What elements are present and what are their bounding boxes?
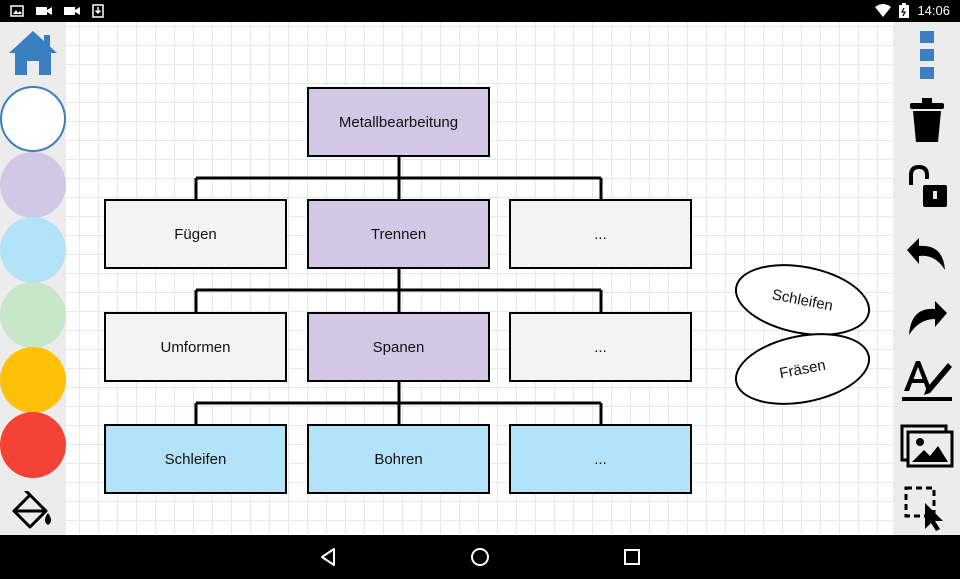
paint-bucket-icon <box>12 491 51 529</box>
recents-icon[interactable] <box>620 545 644 569</box>
color-swatch-amber[interactable] <box>0 347 66 413</box>
node-l3-3[interactable]: ... <box>509 424 692 494</box>
drawing-canvas[interactable]: Metallbearbeitung Fügen Trennen ... Umfo… <box>66 22 893 535</box>
gallery-notification-icon <box>10 5 24 17</box>
undo-button[interactable] <box>893 227 960 275</box>
unlock-icon <box>908 165 947 207</box>
battery-icon <box>899 3 910 18</box>
home-button[interactable] <box>0 22 66 84</box>
delete-button[interactable] <box>893 96 960 144</box>
download-notification-icon <box>92 4 104 18</box>
node-l1-3[interactable]: ... <box>509 199 692 269</box>
color-swatch-light-blue[interactable] <box>0 217 66 283</box>
app-area: Metallbearbeitung Fügen Trennen ... Umfo… <box>0 22 960 535</box>
node-l1-1[interactable]: Fügen <box>104 199 287 269</box>
home-circle-icon[interactable] <box>468 545 492 569</box>
node-root[interactable]: Metallbearbeitung <box>307 87 490 157</box>
left-toolbar <box>0 22 66 535</box>
node-l3-2[interactable]: Bohren <box>307 424 490 494</box>
node-l3-1[interactable]: Schleifen <box>104 424 287 494</box>
overflow-menu-icon <box>919 31 934 79</box>
wifi-icon <box>875 4 892 17</box>
text-edit-button[interactable] <box>893 356 960 404</box>
color-swatch-white[interactable] <box>0 86 66 152</box>
fill-tool-button[interactable] <box>0 487 66 535</box>
video-notification-icon-2 <box>64 7 80 15</box>
text-edit-icon <box>901 361 952 401</box>
overflow-menu-button[interactable] <box>893 30 960 80</box>
images-icon <box>900 424 953 468</box>
select-tool-button[interactable] <box>893 484 960 532</box>
select-pointer-icon <box>904 486 943 531</box>
node-l2-3[interactable]: ... <box>509 312 692 382</box>
status-bar: 14:06 <box>0 0 960 22</box>
redo-icon <box>908 301 947 335</box>
home-icon <box>9 31 57 75</box>
node-l2-1[interactable]: Umformen <box>104 312 287 382</box>
video-notification-icon <box>36 7 52 15</box>
system-nav-bar <box>0 535 960 579</box>
node-l1-2[interactable]: Trennen <box>307 199 490 269</box>
trash-icon <box>909 98 944 142</box>
color-swatch-light-green[interactable] <box>0 282 66 348</box>
back-icon[interactable] <box>316 545 340 569</box>
redo-button[interactable] <box>893 294 960 342</box>
connector-lines <box>194 156 603 425</box>
right-toolbar <box>893 22 960 535</box>
color-swatch-red[interactable] <box>0 412 66 478</box>
undo-icon <box>906 238 945 270</box>
images-button[interactable] <box>893 422 960 470</box>
status-time: 14:06 <box>917 3 950 18</box>
node-l2-2[interactable]: Spanen <box>307 312 490 382</box>
lock-toggle-button[interactable] <box>893 162 960 210</box>
color-swatch-lavender[interactable] <box>0 152 66 218</box>
